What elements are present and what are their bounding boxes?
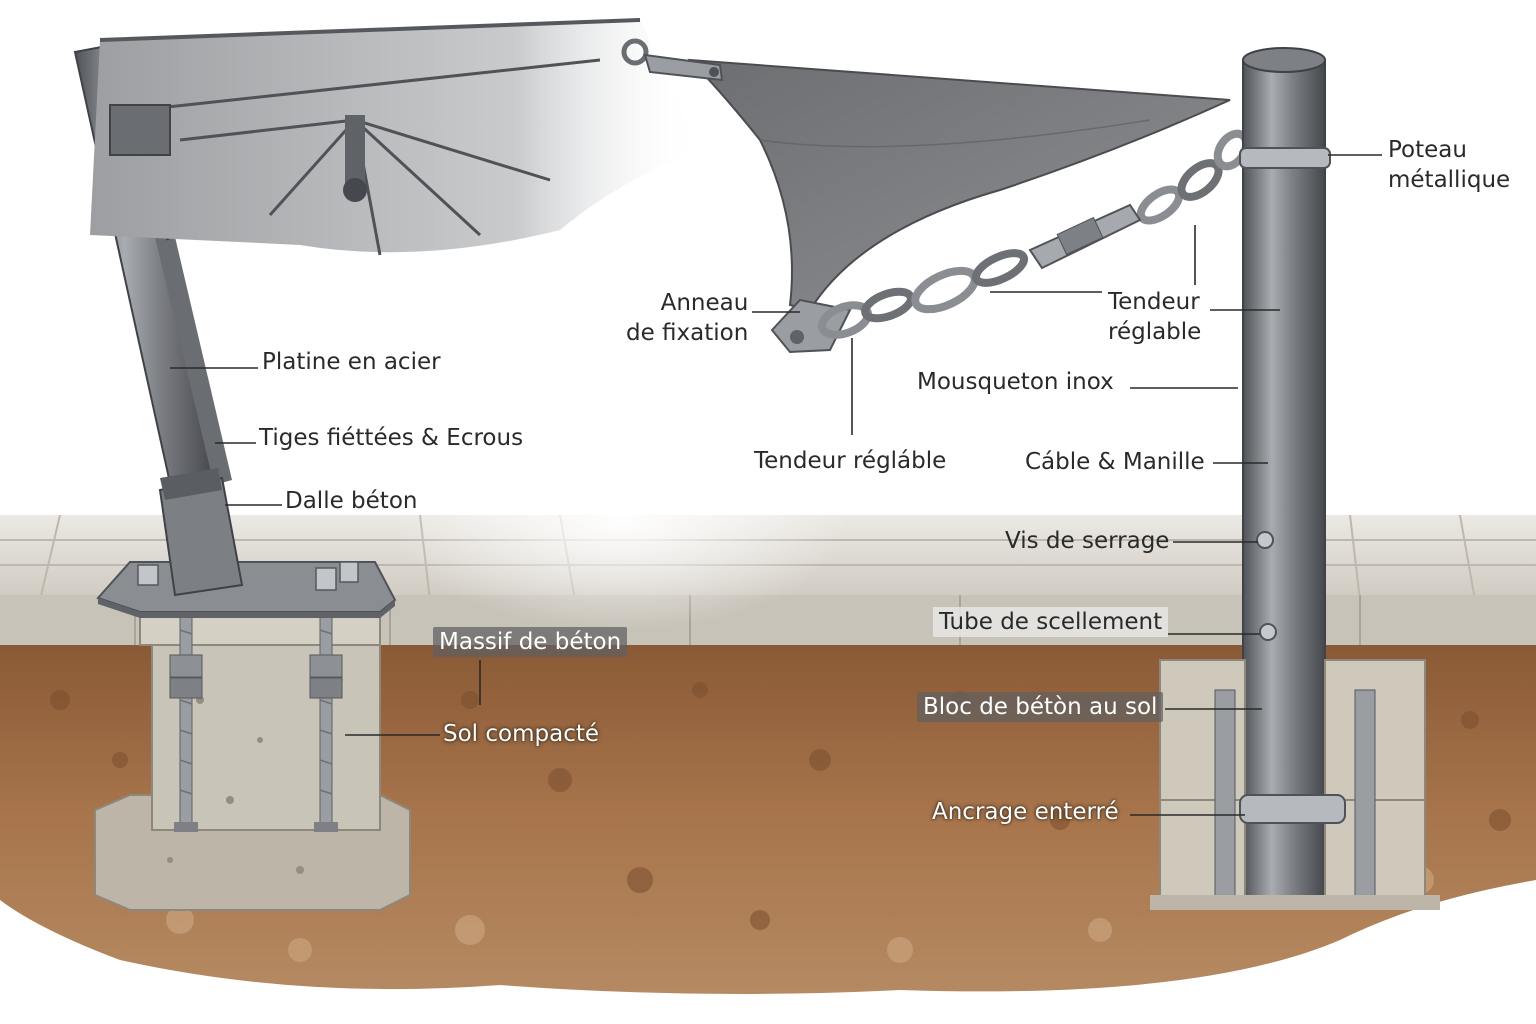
label-poteau-line2: métallique (1388, 167, 1511, 193)
label-vis: Vis de serrage (1005, 528, 1170, 554)
label-poteau: Poteau métallique (1388, 135, 1510, 195)
label-cable: Cáble & Manille (1025, 449, 1205, 475)
mist (390, 410, 850, 630)
label-anneau-line2: de fixation (626, 320, 749, 346)
turnbuckle (1028, 203, 1142, 270)
label-tiges: Tiges fiéttées & Ecrous (259, 425, 524, 451)
label-tendeur-haut: Tendeur réglable (1108, 287, 1201, 347)
label-massif: Massif de béton (433, 627, 628, 657)
top-ring-fitting (621, 38, 724, 82)
label-tendeur-haut-line2: réglable (1108, 319, 1202, 345)
label-ancrage: Ancrage enterré (932, 799, 1119, 825)
label-tendeur-haut-line1: Tendeur (1108, 289, 1200, 315)
label-tendeur-bas: Tendeur régláble (754, 448, 947, 474)
label-poteau-line1: Poteau (1388, 137, 1467, 163)
anchor-rods-left (169, 579, 343, 832)
label-tube: Tube de scellement (933, 607, 1169, 637)
leader-lines (170, 154, 1382, 816)
shade-sail (687, 58, 1231, 312)
steel-post (1239, 47, 1331, 906)
chain (818, 129, 1251, 339)
base-plate (96, 561, 397, 618)
label-anneau-line1: Anneau (660, 290, 749, 316)
label-platine: Platine en acier (262, 349, 441, 375)
right-foundation (1150, 659, 1440, 910)
label-mousqueton: Mousqueton inox (917, 369, 1114, 395)
label-anneau: Anneau de fixation (626, 288, 748, 348)
label-dalle: Dalle béton (285, 488, 418, 514)
label-bloc: Bloc de bétòn au sol (917, 692, 1164, 722)
umbrella-canopy (90, 18, 700, 256)
label-sol: Sol compacté (443, 721, 600, 747)
